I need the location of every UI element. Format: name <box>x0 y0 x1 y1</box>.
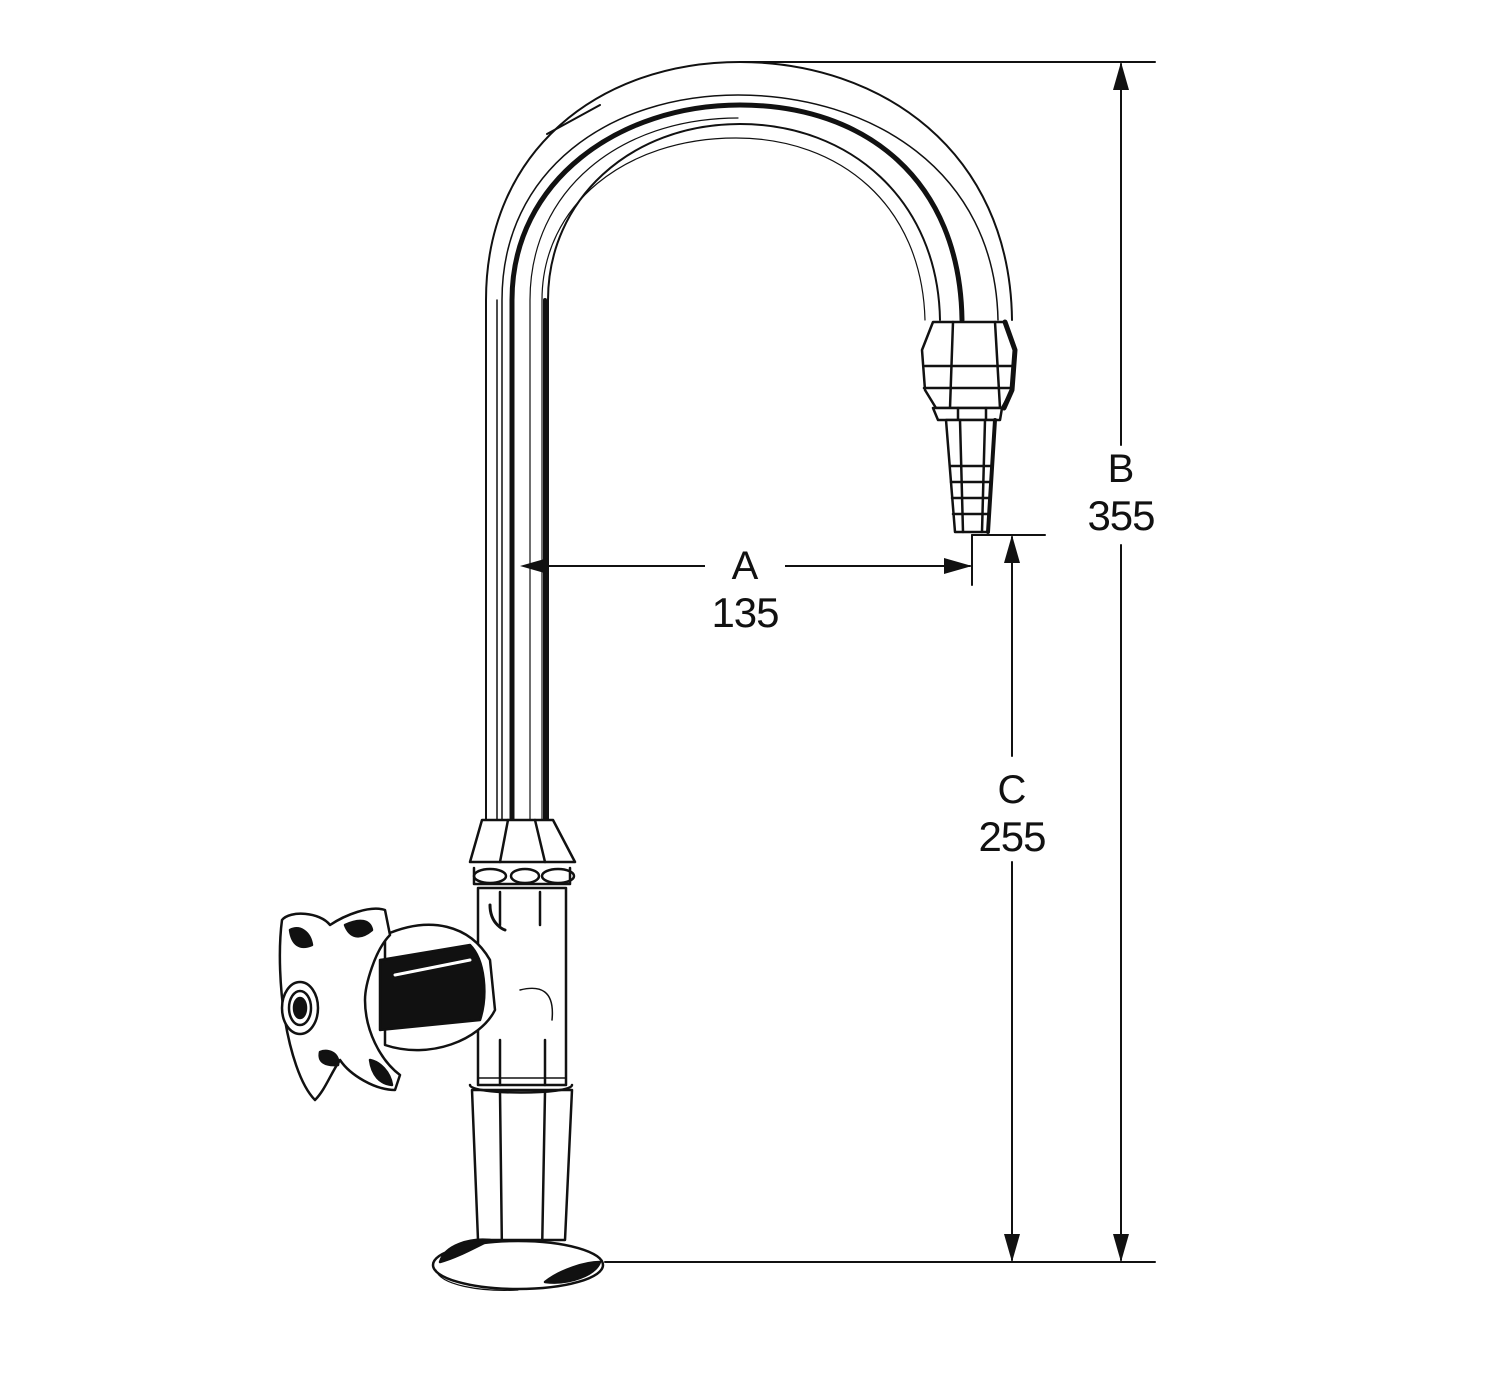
nozzle-body <box>920 319 1018 422</box>
dimension-arrowheads <box>520 62 1129 1262</box>
dimension-a-label: A 135 <box>705 546 785 634</box>
gooseneck-spout <box>485 61 1013 823</box>
dimension-a-value: 135 <box>711 589 779 636</box>
valve-body <box>476 886 568 1087</box>
base-flange <box>431 1238 605 1291</box>
dimension-b-letter: B <box>1107 447 1135 491</box>
cross-handle <box>278 907 497 1102</box>
dimension-c-letter: C <box>997 768 1027 812</box>
dimension-a-letter: A <box>731 544 759 588</box>
dimension-b-value: 355 <box>1087 492 1155 539</box>
hose-barb <box>944 418 997 534</box>
base-shank <box>468 1083 574 1257</box>
dimension-c-label: C 255 <box>972 770 1052 858</box>
dimension-c-value: 255 <box>978 813 1046 860</box>
dimension-lines <box>525 61 1156 1263</box>
dimension-b-label: B 355 <box>1081 449 1161 537</box>
spout-collar <box>468 818 577 886</box>
